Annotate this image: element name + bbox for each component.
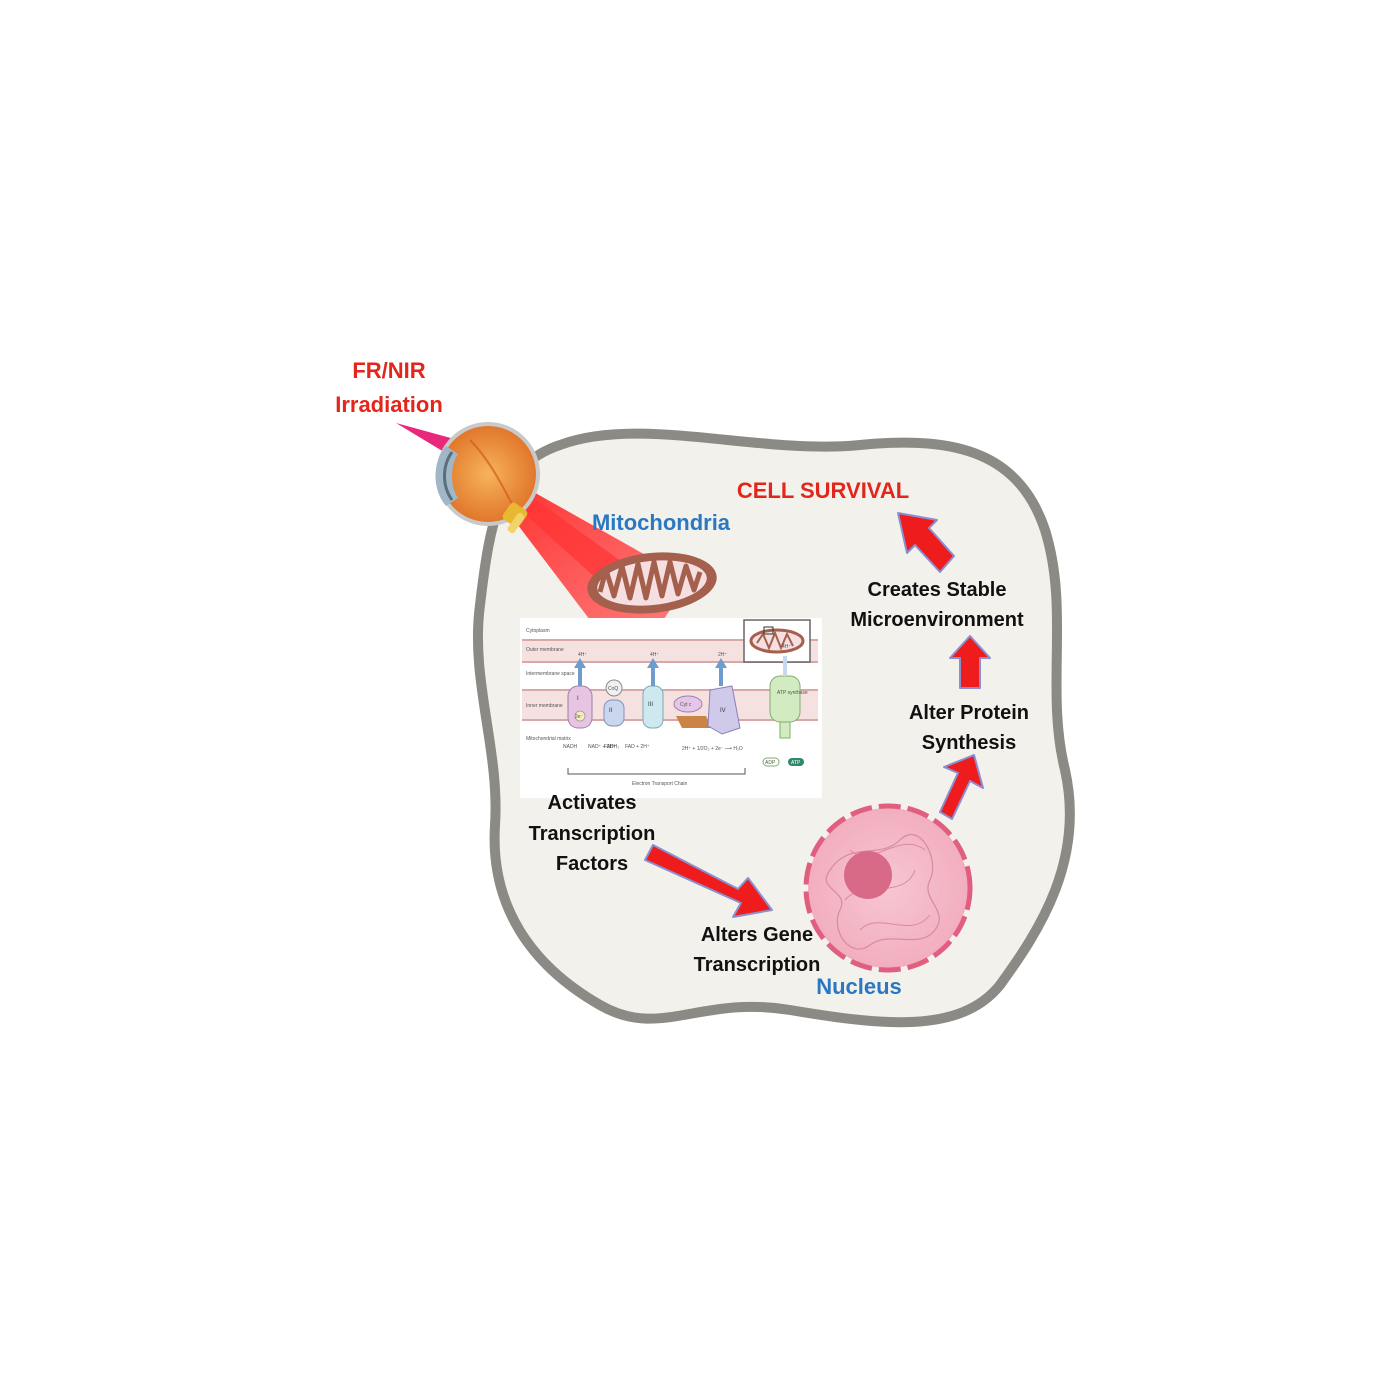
etc-proton-2h: 2H⁺ (718, 652, 727, 658)
etc-cytoplasm-label: Cytoplasm (526, 628, 550, 634)
mitochondrion-icon (587, 552, 717, 614)
arrow-to-microenvironment (949, 635, 991, 689)
etc-caption: Electron Transport Chain (632, 781, 688, 787)
etc-panel: Cytoplasm Outer membrane Intermembrane s… (520, 618, 822, 798)
etc-inner-membrane-label: Inner membrane (526, 703, 563, 709)
etc-complex-iii: III (648, 702, 653, 708)
etc-complex-i: I (577, 696, 579, 702)
alter-protein-label-line1: Alter Protein (909, 702, 1029, 724)
etc-proton-4h-b: 4H⁺ (650, 652, 659, 658)
nucleus-icon (803, 803, 973, 973)
etc-nad: NAD⁺ + 2H⁺ (588, 744, 616, 750)
creates-stable-label-line2: Microenvironment (850, 609, 1024, 631)
alter-protein-label-line2: Synthesis (922, 732, 1016, 754)
activates-label-line1: Activates (548, 792, 637, 814)
creates-stable-label-line1: Creates Stable (868, 579, 1007, 601)
etc-coq: CoQ (608, 686, 618, 692)
etc-fadh2: FADH₂ (604, 744, 619, 750)
etc-electron-i: 2e⁻ (575, 714, 584, 720)
alters-gene-label-line2: Transcription (694, 954, 821, 976)
arrow-to-cell-survival (897, 512, 955, 573)
cell-survival-label: CELL SURVIVAL (737, 478, 909, 503)
etc-outer-membrane-label: Outer membrane (526, 647, 564, 653)
etc-matrix-label: Mitochondrial matrix (526, 736, 571, 742)
irradiation-label-line1: FR/NIR (352, 358, 425, 383)
etc-reaction: 2H⁺ + 1/2O₂ + 2e⁻ ⟶ H₂O (682, 746, 743, 752)
mitochondria-label: Mitochondria (592, 510, 731, 535)
etc-complex-iv: IV (720, 708, 726, 714)
arrow-to-protein (939, 754, 984, 820)
irradiation-label-line2: Irradiation (335, 392, 443, 417)
etc-nadh: NADH (563, 744, 578, 750)
etc-intermembrane-label: Intermembrane space (526, 671, 575, 677)
etc-proton-4h-c: 4H⁺ (782, 644, 791, 650)
etc-cyt-c: Cyt c (680, 702, 692, 708)
arrow-to-nucleus (644, 844, 773, 918)
etc-atp-synthase: ATP synthase (777, 690, 808, 696)
etc-fad: FAD + 2H⁺ (625, 744, 650, 750)
etc-atp: ATP (791, 760, 801, 766)
etc-proton-4h-a: 4H⁺ (578, 652, 587, 658)
activates-label-line3: Factors (556, 853, 628, 875)
etc-adp: ADP (765, 760, 776, 766)
etc-complex-ii: II (609, 708, 613, 714)
alters-gene-label-line1: Alters Gene (701, 924, 813, 946)
eye-icon (435, 422, 540, 534)
activates-label-line2: Transcription (529, 823, 656, 845)
nucleus-label: Nucleus (816, 974, 902, 999)
